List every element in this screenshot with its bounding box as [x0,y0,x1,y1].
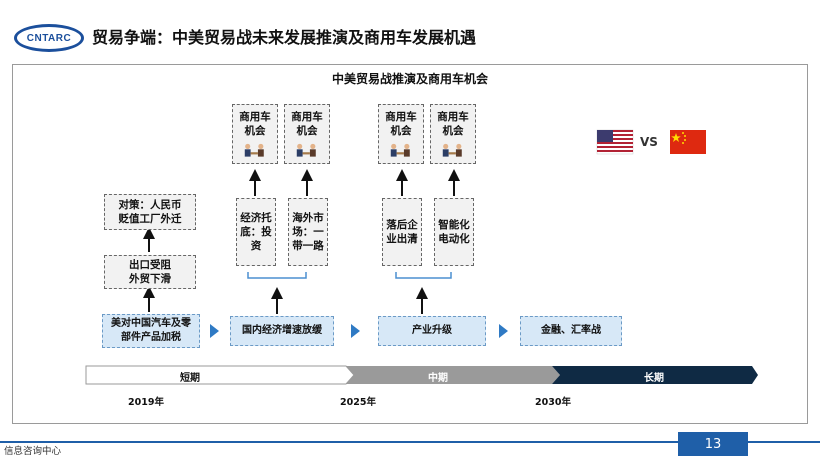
stage-text: 国内经济增速放缓 [242,325,322,336]
business-people-icon [442,143,462,157]
timeline-label-long: 长期 [644,373,664,384]
business-people-icon [390,143,410,157]
opportunity-label: 商用车 机会 [385,111,417,137]
stage-text: 金融、汇率战 [541,325,601,336]
driver-text: 智能化电动化 [438,219,470,245]
timeline-label-mid: 中期 [428,373,448,384]
driver-text: 落后企业出清 [386,219,418,245]
export-box: 出口受阻外贸下滑 [104,255,196,289]
stage-tariff: 美对中国汽车及零部件产品加税 [102,314,200,348]
driver-belt-road: 海外市场：一带一路 [288,198,328,266]
year-2019: 2019年 [128,397,164,408]
driver-text: 海外市场：一带一路 [292,212,324,252]
mid-opportunity-2: 商用车 机会 [284,104,330,164]
policy-text: 对策：人民币贬值工厂外迁 [118,199,182,225]
opportunity-label: 商用车 机会 [437,111,469,137]
driver-exit: 落后企业出清 [382,198,422,266]
driver-investment: 经济托底：投资 [236,198,276,266]
driver-smart-ev: 智能化电动化 [434,198,474,266]
opportunity-label: 商用车 机会 [291,111,323,137]
business-people-icon [296,143,316,157]
footer-divider [0,441,820,443]
timeline-label-short: 短期 [180,373,200,384]
driver-text: 经济托底：投资 [240,212,272,252]
footer-source: 信息咨询中心 [4,446,62,457]
page-number: 13 [678,432,748,456]
stage-upgrade: 产业升级 [378,316,486,346]
diagram-frame [12,64,808,424]
opportunity-label: 商用车 机会 [239,111,271,137]
long-opportunity-1: 商用车 机会 [378,104,424,164]
year-2025: 2025年 [340,397,376,408]
mid-opportunity-1: 商用车 机会 [232,104,278,164]
year-2030: 2030年 [535,397,571,408]
diagram-title: 中美贸易战推演及商用车机会 [331,72,488,86]
page-title: 贸易争端：中美贸易战未来发展推演及商用车发展机遇 [92,28,477,47]
stage-slowdown: 国内经济增速放缓 [230,316,334,346]
export-text: 出口受阻外贸下滑 [129,259,171,285]
policy-box: 对策：人民币贬值工厂外迁 [104,194,196,230]
tariff-text: 美对中国汽车及零部件产品加税 [111,318,191,343]
stage-text: 产业升级 [412,325,452,336]
vs-label: VS [640,135,658,149]
cntarc-logo: CNTARC [14,24,84,52]
long-opportunity-2: 商用车 机会 [430,104,476,164]
stage-finance: 金融、汇率战 [520,316,622,346]
business-people-icon [244,143,264,157]
